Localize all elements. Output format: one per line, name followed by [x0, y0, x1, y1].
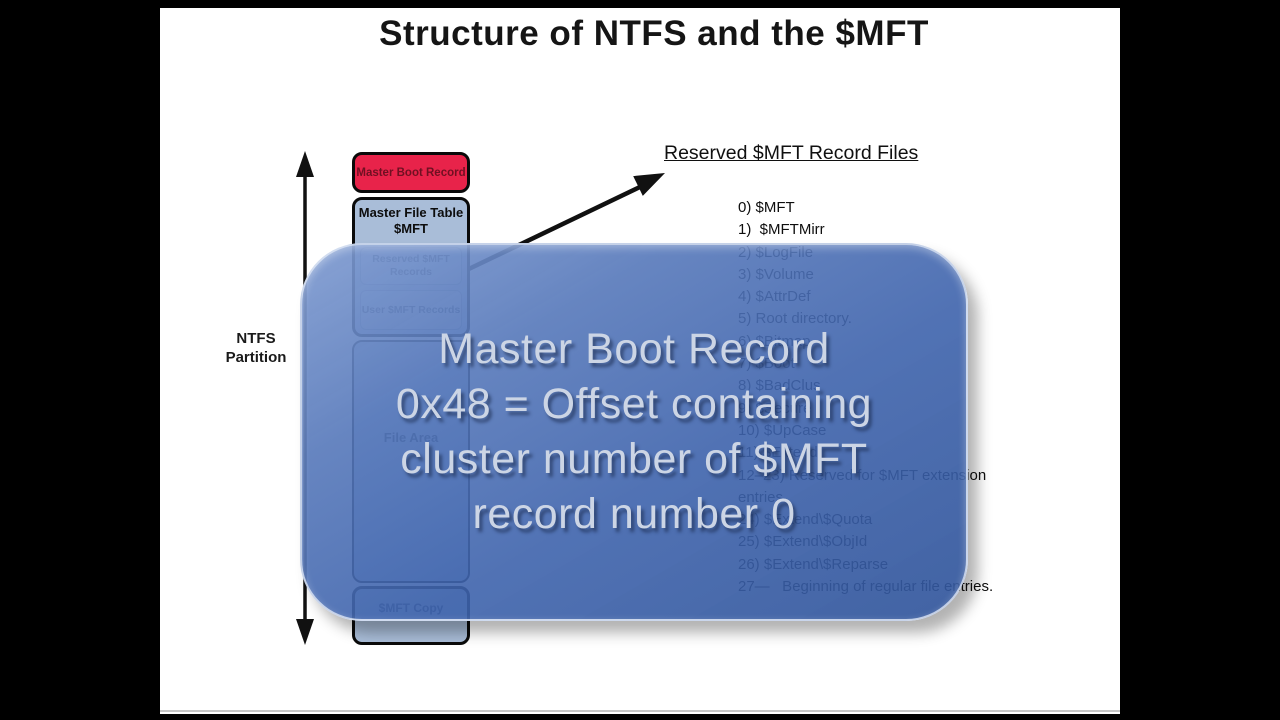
list-item: 0) $MFT [738, 199, 795, 216]
mft-label-line2: $MFT [394, 221, 428, 236]
slide-bottom-edge [160, 710, 1120, 712]
callout-line: 0x48 = Offset containing [395, 380, 873, 428]
letterbox-top [0, 0, 1280, 8]
slide: Structure of NTFS and the $MFT NTFS Part… [160, 0, 1120, 720]
letterbox-left [0, 0, 160, 720]
letterbox-right [1120, 0, 1280, 720]
slide-title: Structure of NTFS and the $MFT [379, 14, 929, 53]
callout-overlay: Master Boot Record 0x48 = Offset contain… [300, 243, 968, 621]
letterbox-bottom [0, 714, 1280, 720]
callout-line: Master Boot Record [438, 325, 830, 373]
master-boot-record-box: Master Boot Record [352, 152, 470, 193]
mft-label-line1: Master File Table [358, 205, 464, 220]
callout-line: record number 0 [472, 490, 796, 538]
reserved-list-header: Reserved $MFT Record Files [664, 142, 919, 164]
callout-line: cluster number of $MFT [400, 435, 868, 483]
ntfs-partition-label: NTFS Partition [225, 330, 287, 366]
list-item: 1) $MFTMirr [738, 221, 825, 239]
